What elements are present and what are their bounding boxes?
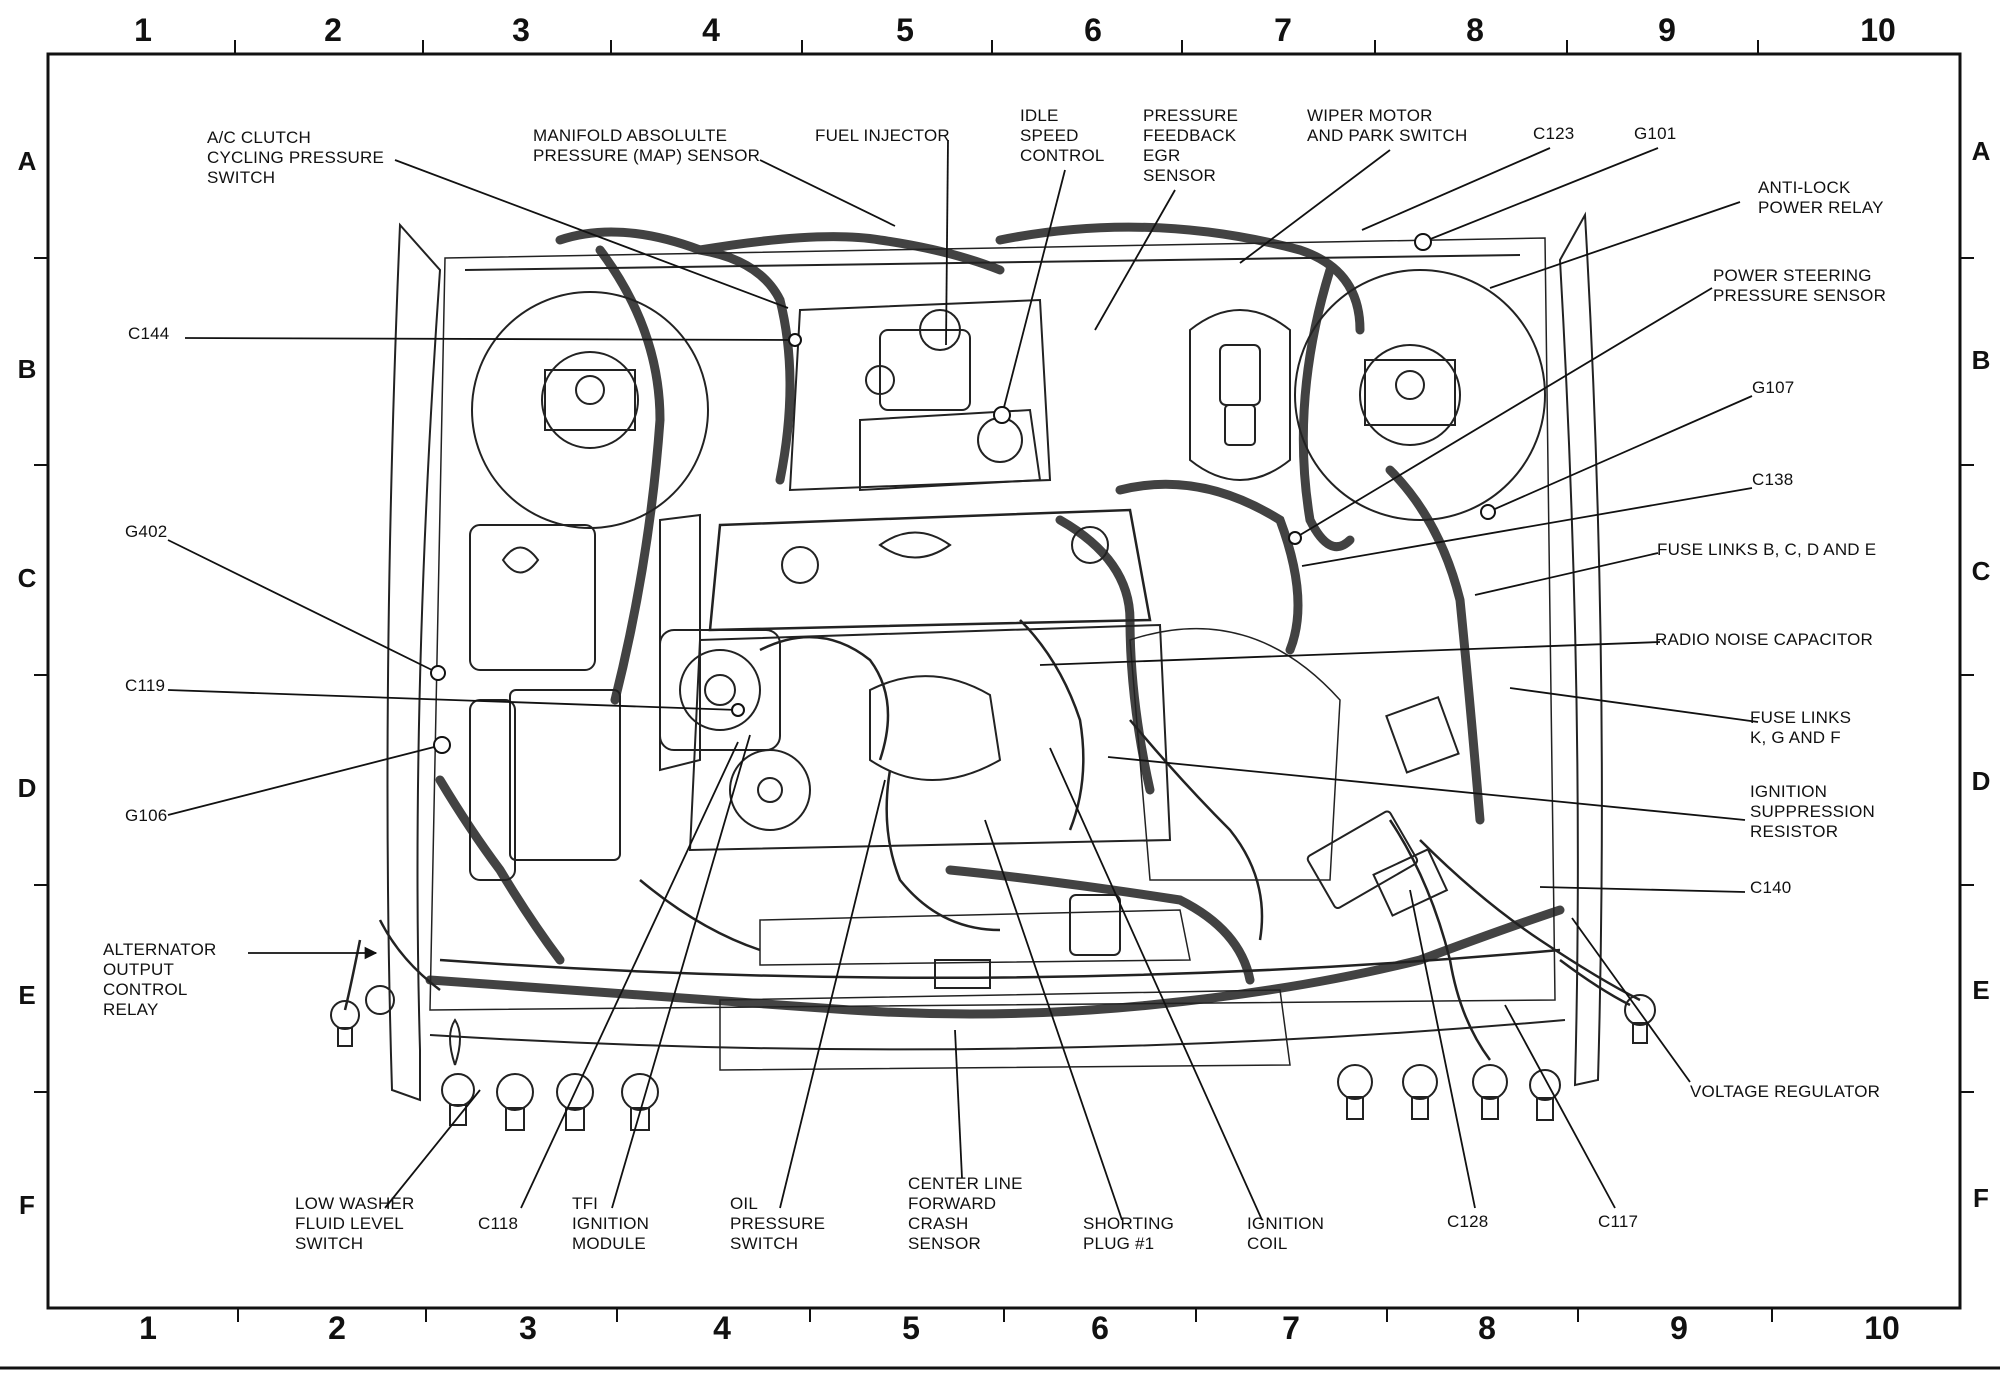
row-c-right: C (1971, 556, 1991, 586)
left-bulb-sockets (330, 985, 659, 1131)
col-9-top: 9 (1658, 12, 1676, 48)
row-f-right: F (1973, 1183, 1989, 1213)
label-radio-noise-capacitor: RADIO NOISE CAPACITOR (1655, 630, 1873, 649)
label-voltage-regulator: VOLTAGE REGULATOR (1690, 1082, 1881, 1101)
col-3-top: 3 (512, 12, 530, 48)
col-9-bottom: 9 (1670, 1310, 1688, 1346)
label-ac-clutch-switch: A/C CLUTCH CYCLING PRESSURE SWITCH (207, 128, 385, 187)
left-strut-tower (471, 291, 709, 529)
row-d-left: D (17, 773, 37, 803)
label-c117: C117 (1598, 1212, 1639, 1231)
label-c123: C123 (1533, 124, 1575, 143)
label-pressure-feedback-egr: PRESSURE FEEDBACK EGR SENSOR (1143, 106, 1239, 185)
wiring-harness (425, 222, 1565, 1019)
label-g101: G101 (1634, 124, 1677, 143)
col-2-bottom: 2 (328, 1310, 346, 1346)
label-wiper-motor: WIPER MOTOR AND PARK SWITCH (1307, 106, 1468, 145)
col-1-bottom: 1 (139, 1310, 157, 1346)
top-grid-ticks (234, 40, 1759, 54)
col-8-bottom: 8 (1478, 1310, 1496, 1346)
col-4-bottom: 4 (713, 1310, 731, 1346)
label-shorting-plug: SHORTING PLUG #1 (1083, 1214, 1175, 1253)
col-5-bottom: 5 (902, 1310, 920, 1346)
col-2-top: 2 (324, 12, 342, 48)
label-c128: C128 (1447, 1212, 1489, 1231)
label-alternator-relay: ALTERNATOR OUTPUT CONTROL RELAY (103, 940, 217, 1019)
right-bulb-sockets (1337, 994, 1656, 1121)
label-c144: C144 (128, 324, 170, 343)
connector-markers (430, 233, 1496, 754)
right-strut-tower (1294, 269, 1546, 521)
col-6-bottom: 6 (1091, 1310, 1109, 1346)
label-c140: C140 (1750, 878, 1792, 897)
label-c118: C118 (478, 1214, 519, 1233)
row-d-right: D (1971, 766, 1991, 796)
coolant-reservoir (469, 524, 596, 671)
col-7-bottom: 7 (1282, 1310, 1300, 1346)
label-oil-pressure-switch: OIL PRESSURE SWITCH (730, 1194, 826, 1253)
label-center-line-crash-sensor: CENTER LINE FORWARD CRASH SENSOR (908, 1174, 1023, 1253)
label-map-sensor: MANIFOLD ABSOLULTE PRESSURE (MAP) SENSOR (533, 126, 761, 165)
col-10-bottom: 10 (1864, 1310, 1900, 1346)
label-power-steering-sensor: POWER STEERING PRESSURE SENSOR (1713, 266, 1887, 305)
row-b-right: B (1971, 345, 1991, 375)
label-fuse-links-kgf: FUSE LINKS K, G AND F (1750, 708, 1852, 747)
side-grid-ticks (34, 257, 1974, 1093)
col-1-top: 1 (134, 12, 152, 48)
row-c-left: C (17, 563, 37, 593)
label-fuel-injector: FUEL INJECTOR (815, 126, 950, 145)
col-6-top: 6 (1084, 12, 1102, 48)
label-g402: G402 (125, 522, 168, 541)
label-g107: G107 (1752, 378, 1795, 397)
col-3-bottom: 3 (519, 1310, 537, 1346)
engine-valve-cover (708, 508, 1152, 632)
label-g106: G106 (125, 806, 168, 825)
bottom-grid-ticks (237, 1308, 1773, 1322)
row-f-left: F (19, 1190, 35, 1220)
label-ignition-suppression-resistor: IGNITION SUPPRESSION RESISTOR (1750, 782, 1876, 841)
col-7-top: 7 (1274, 12, 1292, 48)
col-10-top: 10 (1860, 12, 1896, 48)
label-ignition-coil: IGNITION COIL (1247, 1214, 1325, 1253)
row-e-left: E (18, 980, 36, 1010)
row-b-left: B (17, 354, 37, 384)
col-4-top: 4 (702, 12, 720, 48)
leader-lines (167, 139, 1759, 1221)
label-tfi-ignition-module: TFI IGNITION MODULE (572, 1194, 650, 1253)
label-idle-speed-control: IDLE SPEED CONTROL (1020, 106, 1105, 165)
wiring-thin (343, 619, 1641, 1061)
row-a-right: A (1971, 136, 1991, 166)
label-fuse-links-bcde: FUSE LINKS B, C, D AND E (1657, 540, 1877, 559)
label-antilock-relay: ANTI-LOCK POWER RELAY (1758, 178, 1884, 217)
col-5-top: 5 (896, 12, 914, 48)
col-8-top: 8 (1466, 12, 1484, 48)
label-c138: C138 (1752, 470, 1794, 489)
row-e-right: E (1972, 975, 1990, 1005)
engine-bay-illustration (330, 211, 1656, 1131)
row-a-left: A (17, 146, 37, 176)
label-c119: C119 (125, 676, 166, 695)
label-low-washer-fluid: LOW WASHER FLUID LEVEL SWITCH (295, 1194, 415, 1253)
